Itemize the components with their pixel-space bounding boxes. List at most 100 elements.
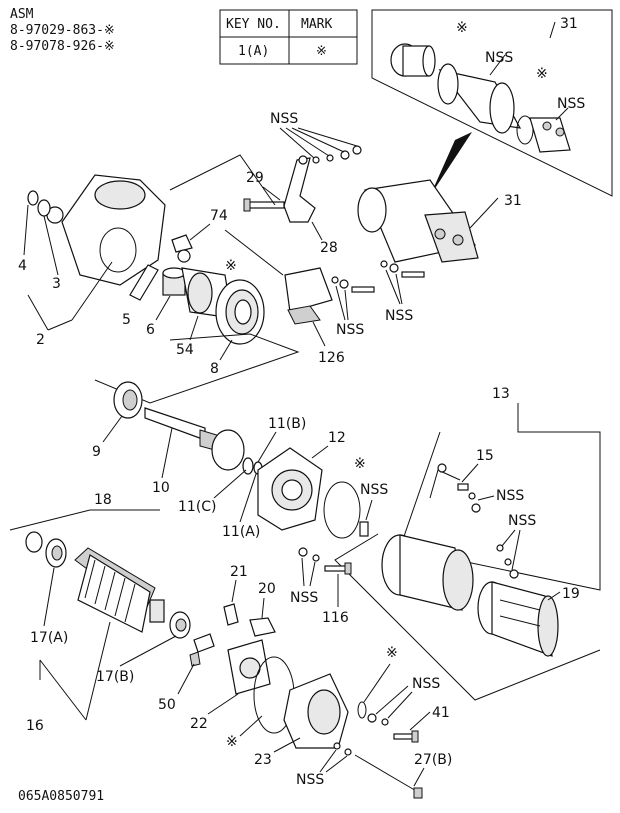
callout-28: 28 bbox=[320, 240, 338, 256]
callout-29: 29 bbox=[246, 170, 264, 186]
plate-50-part bbox=[189, 633, 215, 667]
callout-18: 18 bbox=[94, 492, 112, 508]
yoke-assembly-bracket bbox=[399, 403, 601, 591]
callout-11a: 11(A) bbox=[222, 524, 260, 540]
solenoid-inset bbox=[371, 9, 613, 197]
lever-fasteners bbox=[279, 127, 362, 164]
o-ring-41-part bbox=[357, 701, 367, 719]
callout-star-41: ※ bbox=[386, 645, 398, 661]
nuts-15 bbox=[468, 492, 481, 513]
bolt-29-part bbox=[243, 198, 285, 212]
inset-pointer-arrow bbox=[430, 132, 472, 196]
callout-3: 3 bbox=[52, 276, 61, 292]
brush-holder-22-part bbox=[227, 639, 271, 695]
callout-11c: 11(C) bbox=[178, 499, 217, 515]
armature-part bbox=[74, 547, 165, 633]
callout-50: 50 bbox=[158, 697, 176, 713]
callout-74: 74 bbox=[210, 208, 228, 224]
front-housing-part bbox=[46, 174, 166, 286]
callout-31: 31 bbox=[504, 193, 522, 209]
drawing-id: 065A0850791 bbox=[18, 789, 104, 804]
callout-19: 19 bbox=[562, 586, 580, 602]
callout-13: 13 bbox=[492, 386, 510, 402]
callout-nss-inset-a: NSS bbox=[485, 50, 513, 66]
key-table-key-value: 1(A) bbox=[238, 44, 269, 59]
through-bolt-27b-part bbox=[354, 754, 423, 799]
solenoid-housing-part bbox=[437, 63, 522, 134]
callout-nss-116: NSS bbox=[290, 590, 318, 606]
o-ring-12-part bbox=[323, 481, 361, 539]
callout-4: 4 bbox=[18, 258, 27, 274]
bearing-9-part bbox=[113, 381, 143, 419]
gear-8-part bbox=[215, 279, 265, 345]
callout-17a: 17(A) bbox=[30, 630, 68, 646]
lead-wire-15-part bbox=[429, 463, 469, 499]
plunger-part bbox=[390, 43, 436, 77]
callout-10: 10 bbox=[152, 480, 170, 496]
key-table: KEY NO. MARK 1(A) ※ bbox=[219, 9, 358, 65]
callout-nss-31: NSS bbox=[385, 308, 413, 324]
callout-6: 6 bbox=[146, 322, 155, 338]
washers-27 bbox=[333, 742, 352, 756]
fasteners-31 bbox=[380, 260, 425, 278]
callout-star-22: ※ bbox=[226, 734, 238, 750]
washers-41 bbox=[367, 713, 389, 726]
callout-22: 22 bbox=[190, 716, 208, 732]
brush-spring-20-part bbox=[249, 617, 276, 637]
yoke-part bbox=[381, 534, 474, 611]
callout-27b: 27(B) bbox=[414, 752, 452, 768]
washer-18-part bbox=[25, 531, 43, 553]
callout-9: 9 bbox=[92, 444, 101, 460]
callout-126: 126 bbox=[318, 350, 345, 366]
part-number-2: 8-97078-926-※ bbox=[10, 39, 115, 54]
solenoid-switch-part bbox=[357, 179, 499, 263]
callout-nss-inset-b: NSS bbox=[557, 96, 585, 112]
callout-41: 41 bbox=[432, 705, 450, 721]
callout-54: 54 bbox=[176, 342, 194, 358]
callout-nss-15: NSS bbox=[496, 488, 524, 504]
callout-5: 5 bbox=[122, 312, 131, 328]
spring-5-part bbox=[129, 264, 159, 301]
assembly-header: ASM 8-97029-863-※ 8-97078-926-※ bbox=[10, 7, 115, 54]
callout-nss-12: NSS bbox=[360, 482, 388, 498]
callout-nss-126: NSS bbox=[336, 322, 364, 338]
callout-23: 23 bbox=[254, 752, 272, 768]
key-table-header-mark: MARK bbox=[301, 17, 332, 32]
callout-8: 8 bbox=[210, 361, 219, 377]
callout-nss-lever: NSS bbox=[270, 111, 298, 127]
callout-nss-15b: NSS bbox=[508, 513, 536, 529]
callout-nss-27: NSS bbox=[296, 772, 324, 788]
stop-ring-74-part bbox=[171, 234, 193, 263]
callout-star-12: ※ bbox=[354, 456, 366, 472]
asm-label: ASM bbox=[10, 7, 34, 22]
callout-15: 15 bbox=[476, 448, 494, 464]
brush-21-part bbox=[223, 603, 239, 626]
switch-126-part bbox=[284, 267, 333, 325]
terminal-cap-part bbox=[529, 117, 571, 153]
bolt-41-part bbox=[393, 730, 419, 743]
callout-12: 12 bbox=[328, 430, 346, 446]
pinion-part bbox=[162, 267, 186, 296]
bolt-116-part bbox=[324, 562, 352, 575]
callout-20: 20 bbox=[258, 581, 276, 597]
callout-star-74: ※ bbox=[225, 258, 237, 274]
bearing-17a-part bbox=[45, 538, 67, 568]
nuts-15b bbox=[496, 544, 519, 579]
callout-star-inset-a: ※ bbox=[456, 20, 468, 36]
washer-parts bbox=[27, 190, 51, 217]
shift-lever-part bbox=[283, 155, 316, 223]
callout-nss-41: NSS bbox=[412, 676, 440, 692]
callout-2: 2 bbox=[36, 332, 45, 348]
drive-shaft-part bbox=[144, 407, 245, 471]
pin-12-part bbox=[359, 521, 369, 537]
callout-17b: 17(B) bbox=[96, 669, 134, 685]
washers-116 bbox=[298, 547, 320, 562]
key-table-header-key: KEY NO. bbox=[226, 17, 281, 32]
brush-holder-19-part bbox=[477, 581, 559, 657]
callout-star-inset-b: ※ bbox=[536, 66, 548, 82]
callout-11b: 11(B) bbox=[268, 416, 306, 432]
fasteners-126 bbox=[331, 276, 375, 293]
part-number-1: 8-97029-863-※ bbox=[10, 23, 115, 38]
callout-16: 16 bbox=[26, 718, 44, 734]
